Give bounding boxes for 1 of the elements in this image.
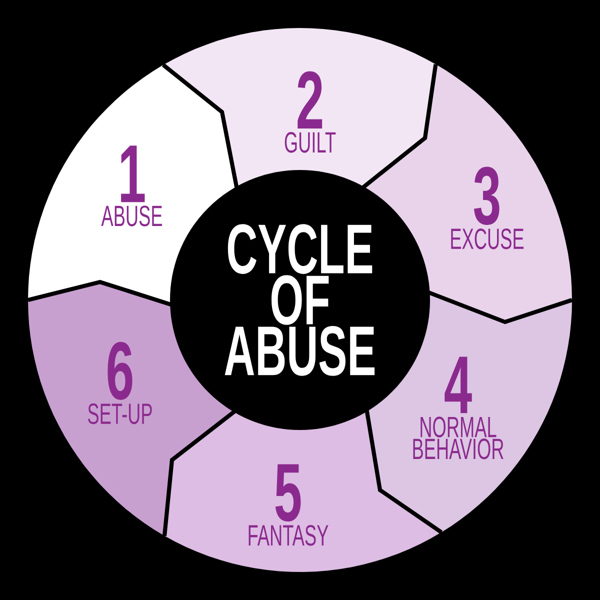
segment: 2 GUILT [163,28,436,189]
